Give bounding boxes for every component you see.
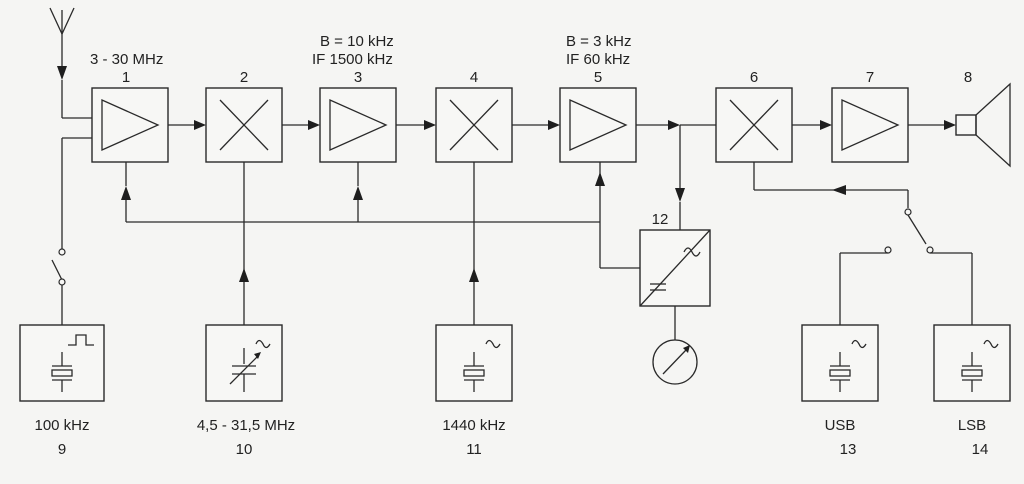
block-9-calibrator [19, 324, 105, 402]
mixer-cross-icon [729, 99, 779, 151]
block-3-number: 3 [354, 69, 362, 86]
block-11-caption: 1440 kHz [442, 417, 505, 434]
switch-icon [51, 248, 66, 325]
agc-bus-wire [121, 162, 640, 269]
oscillator-feed-wires [239, 162, 479, 325]
sine-wave-icon [255, 339, 271, 349]
block-5-if-amplifier [559, 87, 637, 163]
block-4-number: 4 [470, 69, 478, 86]
block-10-number: 10 [236, 441, 253, 458]
block-11-second-lo [435, 324, 513, 402]
block-8-number: 8 [964, 69, 972, 86]
block-13-caption: USB [825, 417, 856, 434]
variable-capacitor-icon [229, 348, 261, 392]
mixer-cross-icon [449, 99, 499, 151]
block-13-usb-oscillator [801, 324, 879, 402]
sine-wave-icon [983, 339, 999, 349]
square-wave-icon [68, 334, 94, 346]
speaker-icon [955, 82, 1011, 168]
crystal-icon [463, 352, 485, 392]
block-5-caption-2: IF 60 kHz [566, 51, 630, 68]
block-1-number: 1 [122, 69, 130, 86]
bfo-feed-wire [753, 162, 973, 325]
block-9-caption: 100 kHz [34, 417, 89, 434]
amplifier-triangle-icon [329, 98, 388, 152]
crystal-icon [961, 352, 983, 392]
block-7-number: 7 [866, 69, 874, 86]
block-7-audio-amplifier [831, 87, 909, 163]
mixer-cross-icon [219, 99, 269, 151]
amplifier-triangle-icon [569, 98, 628, 152]
block-11-number: 11 [466, 441, 482, 458]
block-5-caption-1: B = 3 kHz [566, 33, 631, 50]
block-5-number: 5 [594, 69, 602, 86]
block-6-number: 6 [750, 69, 758, 86]
sine-wave-icon [851, 339, 867, 349]
block-13-number: 13 [840, 441, 857, 458]
amplifier-triangle-icon [101, 98, 160, 152]
block-3-caption-2: IF 1500 kHz [312, 51, 393, 68]
block-14-caption: LSB [958, 417, 986, 434]
antenna-icon [49, 7, 75, 80]
block-12-number: 12 [652, 211, 669, 228]
block-1-caption: 3 - 30 MHz [90, 51, 163, 68]
block-2-number: 2 [240, 69, 248, 86]
block-3-caption-1: B = 10 kHz [320, 33, 394, 50]
sine-wave-icon [485, 339, 501, 349]
antenna-feed-wire [61, 80, 92, 250]
amplifier-triangle-icon [841, 98, 900, 152]
block-9-number: 9 [58, 441, 66, 458]
block-2-mixer [205, 87, 283, 163]
block-4-mixer [435, 87, 513, 163]
block-1-rf-amplifier [91, 87, 169, 163]
crystal-icon [829, 352, 851, 392]
meter-icon [652, 339, 698, 385]
crystal-icon [51, 352, 73, 392]
block-10-vfo [205, 324, 283, 402]
block-10-caption: 4,5 - 31,5 MHz [197, 417, 295, 434]
block-3-if-amplifier [319, 87, 397, 163]
block-14-number: 14 [972, 441, 989, 458]
block-14-lsb-oscillator [933, 324, 1011, 402]
block-12-agc-converter [639, 229, 711, 307]
ac-dc-converter-icon [639, 229, 711, 307]
block-6-product-detector [715, 87, 793, 163]
